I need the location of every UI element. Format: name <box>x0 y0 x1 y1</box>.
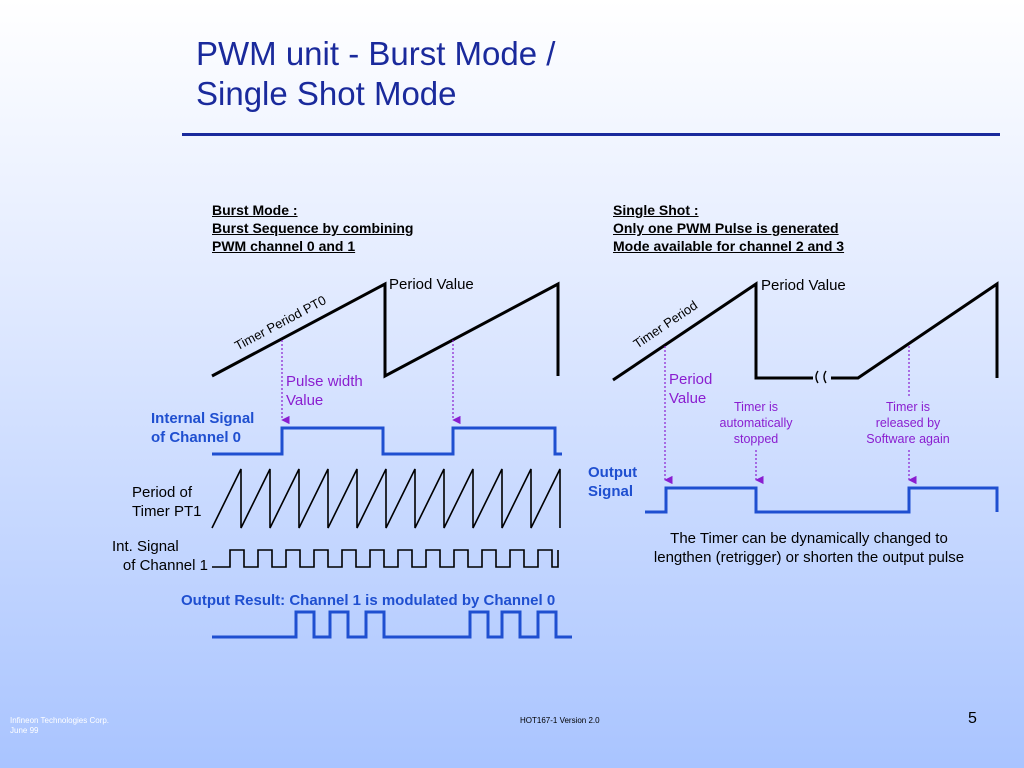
footer-company: Infineon Technologies Corp. June 99 <box>10 716 109 736</box>
single-shot-header: Single Shot : Only one PWM Pulse is gene… <box>613 201 844 255</box>
stopped-line-2: automatically <box>719 416 793 430</box>
period-pt1-label: Period of Timer PT1 <box>132 483 201 521</box>
pulse-width-label: Pulse width Value <box>286 372 363 410</box>
period-pt1-line-2: Timer PT1 <box>132 503 202 520</box>
timer-change-note: The Timer can be dynamically changed to … <box>620 529 998 567</box>
channel0-signal <box>212 426 562 456</box>
single-pv-line-2: Value <box>669 390 707 407</box>
burst-mode-header: Burst Mode : Burst Sequence by combining… <box>212 201 413 255</box>
burst-header-line-3: PWM channel 0 and 1 <box>212 238 356 254</box>
pulse-width-line-2: Value <box>286 392 324 409</box>
timer-released-note: Timer is released by Software again <box>852 399 964 447</box>
single-header-line-1: Single Shot : <box>613 202 699 218</box>
slide-title: PWM unit - Burst Mode / Single Shot Mode <box>196 34 555 114</box>
timer-note-line-2: lengthen (retrigger) or shorten the outp… <box>653 549 965 566</box>
single-period-value-label: Period Value <box>761 277 846 294</box>
output-signal-line-1: Output <box>588 464 638 481</box>
title-line-1: PWM unit - Burst Mode / <box>196 35 556 72</box>
timer-note-line-1: The Timer can be dynamically changed to <box>670 530 948 547</box>
pulse-width-line-1: Pulse width <box>286 373 363 390</box>
single-header-line-3: Mode available for channel 2 and 3 <box>613 238 845 254</box>
title-line-2: Single Shot Mode <box>196 75 457 112</box>
internal-signal-line-1: Internal Signal <box>151 410 255 427</box>
single-output-signal <box>645 486 999 514</box>
single-pv-line-1: Period <box>669 371 713 388</box>
timer-pt1-sawtooth <box>211 468 561 529</box>
stopped-line-1: Timer is <box>734 400 778 414</box>
released-line-3: Software again <box>866 432 950 446</box>
int-signal-line-2: of Channel 1 <box>122 557 208 574</box>
stopped-line-3: stopped <box>733 432 779 446</box>
single-timer-resume <box>831 281 999 380</box>
int-signal-ch1-label: Int. Signal of Channel 1 <box>112 537 208 575</box>
single-pv-label: Period Value <box>669 370 712 408</box>
released-line-1: Timer is <box>886 400 930 414</box>
break-symbol <box>815 370 827 384</box>
footer-version: HOT167-1 Version 2.0 <box>520 716 600 725</box>
title-underline <box>182 133 1000 136</box>
page-number: 5 <box>968 710 977 727</box>
footer-company-name: Infineon Technologies Corp. <box>10 716 110 725</box>
burst-header-line-1: Burst Mode : <box>212 202 298 218</box>
timer-stopped-note: Timer is automatically stopped <box>704 399 808 447</box>
output-signal-line-2: Signal <box>588 483 634 500</box>
output-signal-label: Output Signal <box>588 463 637 501</box>
burst-period-value-label: Period Value <box>389 276 474 293</box>
timer-pt0-sawtooth <box>211 281 560 379</box>
output-result-label: Output Result: Channel 1 is modulated by… <box>181 592 556 609</box>
burst-header-line-2: Burst Sequence by combining <box>212 220 414 236</box>
channel1-signal <box>212 549 559 568</box>
internal-signal-line-2: of Channel 0 <box>151 429 242 446</box>
output-result-signal <box>212 610 572 639</box>
internal-signal-ch0-label: Internal Signal of Channel 0 <box>151 409 254 447</box>
period-pt1-line-1: Period of <box>132 484 193 501</box>
footer-date: June 99 <box>10 726 39 735</box>
released-line-2: released by <box>875 416 941 430</box>
int-signal-line-1: Int. Signal <box>112 538 179 555</box>
single-header-line-2: Only one PWM Pulse is generated <box>613 220 839 236</box>
single-timer-ramp <box>612 281 813 382</box>
